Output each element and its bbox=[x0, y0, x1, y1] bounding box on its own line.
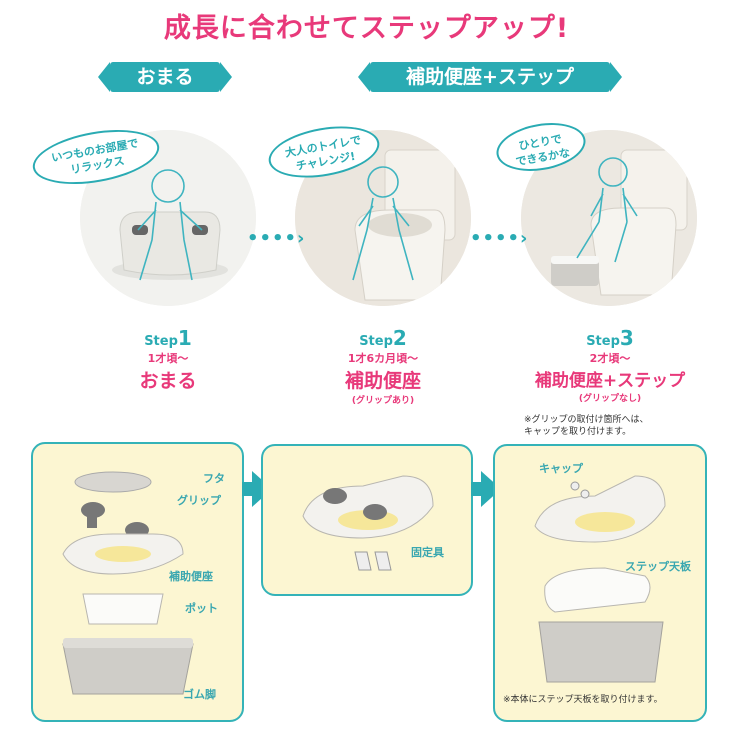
step2-name: 補助便座 bbox=[344, 370, 421, 392]
step3-photo bbox=[521, 130, 697, 306]
step1-bubble-text: いつものお部屋で リラックス bbox=[50, 136, 140, 177]
label-grip: グリップ bbox=[177, 494, 221, 507]
step3-age: 2才頃〜 bbox=[589, 352, 631, 365]
step2-word: Step bbox=[359, 334, 393, 349]
step3-note: ※グリップの取付け箇所へは、 キャップを取り付けます。 bbox=[524, 415, 649, 437]
step1-name: おまる bbox=[139, 370, 197, 392]
panel-omaru-parts: フタ グリップ 補助便座 ポット ゴム脚 bbox=[31, 442, 244, 722]
omaru-parts-illustration bbox=[62, 471, 194, 695]
panel3-note: ※本体にステップ天板を取り付けます。 bbox=[503, 695, 663, 705]
step2-sub: (グリップあり) bbox=[351, 396, 415, 406]
panel-arrow-2-body bbox=[471, 482, 481, 496]
step3-illustration bbox=[521, 130, 697, 306]
step1-word: Step bbox=[144, 334, 178, 349]
label-lid: フタ bbox=[203, 472, 225, 485]
page-title: 成長に合わせてステップアップ! bbox=[163, 13, 570, 44]
seat-grip-illustration bbox=[302, 475, 434, 571]
step3-sub: (グリップなし) bbox=[578, 394, 642, 404]
label-fixture: 固定具 bbox=[411, 546, 444, 559]
step1-age: 1才頃〜 bbox=[147, 352, 189, 365]
label-pot: ポット bbox=[185, 602, 218, 615]
label-step-top: ステップ天板 bbox=[625, 560, 691, 573]
step2-info: Step2 1才6カ月頃〜 補助便座 (グリップあり) bbox=[295, 326, 471, 406]
dotted-arrow-2-icon: ••••› bbox=[470, 228, 529, 249]
tag-omaru: おまる bbox=[98, 62, 232, 92]
step1-number: 1 bbox=[177, 326, 192, 350]
panel-arrow-1-body bbox=[242, 482, 252, 496]
step1-info: Step1 1才頃〜 おまる bbox=[80, 326, 256, 393]
step3-info: Step3 2才頃〜 補助便座+ステップ (グリップなし) bbox=[505, 326, 715, 404]
step2-number: 2 bbox=[392, 326, 407, 350]
step2-age: 1才6カ月頃〜 bbox=[347, 352, 419, 365]
step2-label: Step2 bbox=[295, 326, 471, 350]
label-rubber-feet: ゴム脚 bbox=[183, 688, 216, 701]
step2-bubble-text: 大人のトイレで チャレンジ! bbox=[284, 133, 363, 173]
step1-label: Step1 bbox=[80, 326, 256, 350]
step3-label: Step3 bbox=[505, 326, 715, 350]
seat-step-illustration bbox=[534, 475, 666, 683]
step3-number: 3 bbox=[619, 326, 634, 350]
step3-name: 補助便座+ステップ bbox=[534, 371, 686, 391]
label-seat: 補助便座 bbox=[169, 570, 213, 583]
tag-seat-step: 補助便座+ステップ bbox=[358, 62, 622, 92]
panel-seat-step: キャップ ステップ天板 ※本体にステップ天板を取り付けます。 bbox=[493, 444, 707, 722]
step3-word: Step bbox=[586, 334, 620, 349]
step3-bubble-text: ひとりで できるかな bbox=[514, 132, 571, 169]
dotted-arrow-1-icon: ••••› bbox=[247, 228, 306, 249]
panel-seat-with-grip: 固定具 bbox=[261, 444, 473, 596]
label-cap: キャップ bbox=[539, 462, 583, 475]
